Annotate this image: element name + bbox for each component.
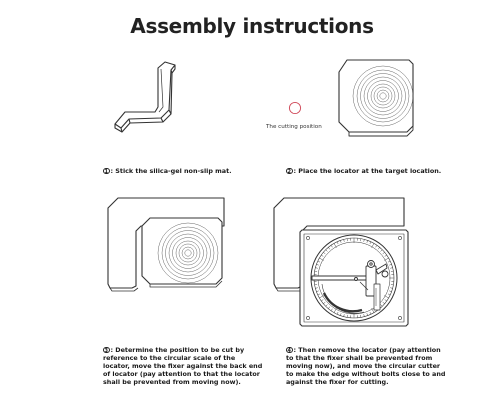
cutting-position-marker-icon xyxy=(288,101,302,115)
scale-tick xyxy=(384,257,389,261)
step-1-number: 1 xyxy=(103,167,110,175)
locator-illustration xyxy=(335,59,415,142)
scale-tick xyxy=(333,243,337,248)
circular-cutter-illustration xyxy=(272,197,412,332)
scale-tick xyxy=(315,267,318,269)
page-title: Assembly instructions xyxy=(130,14,374,38)
silica-gel-mat-illustration xyxy=(114,60,195,140)
scale-tick xyxy=(325,249,328,252)
scale-tick xyxy=(366,240,368,243)
scale-tick xyxy=(317,293,321,296)
scale-tick xyxy=(340,240,342,243)
scale-tick xyxy=(316,290,319,292)
step-4-number: 4 xyxy=(286,346,293,354)
scale-tick xyxy=(315,287,318,289)
scale-tick xyxy=(336,311,339,315)
step-4-text: : Then remove the locator (pay attention… xyxy=(286,346,446,386)
scale-tick xyxy=(369,311,372,315)
scale-tick xyxy=(330,245,333,248)
step-3-number: 3 xyxy=(103,346,110,354)
cutting-position-circle xyxy=(288,101,302,115)
scale-tick xyxy=(319,295,324,299)
step-3-text: : Determine the position to be cut by re… xyxy=(103,346,263,386)
step-2-caption: 2: Place the locator at the target locat… xyxy=(286,167,466,175)
scale-tick xyxy=(316,264,319,266)
scale-tick xyxy=(389,264,392,266)
scale-tick xyxy=(323,301,326,304)
scale-tick xyxy=(387,293,391,296)
scale-tick xyxy=(382,252,385,255)
scale-tick xyxy=(325,304,328,307)
scale-tick xyxy=(363,314,365,317)
scale-tick xyxy=(380,249,383,252)
scale-tick xyxy=(323,252,326,255)
scale-tick xyxy=(343,314,345,317)
scale-tick xyxy=(328,247,331,250)
scale-tick xyxy=(366,313,368,316)
mat-with-locator-illustration xyxy=(106,197,226,298)
scale-tick xyxy=(389,290,392,292)
step-1-caption: 1: Stick the silica-gel non-slip mat. xyxy=(103,167,263,175)
scale-tick xyxy=(319,257,324,261)
scale-tick xyxy=(371,308,375,313)
scale-tick xyxy=(333,308,337,313)
step-2-text: : Place the locator at the target locati… xyxy=(293,167,442,175)
scale-tick xyxy=(330,308,333,311)
scale-tick xyxy=(321,299,324,302)
scale-tick xyxy=(363,239,365,242)
scale-tick xyxy=(384,295,389,299)
step-1-text: : Stick the silica-gel non-slip mat. xyxy=(110,167,232,175)
scale-tick xyxy=(384,254,387,257)
scale-tick xyxy=(382,301,385,304)
step-3-caption: 3: Determine the position to be cut by r… xyxy=(103,346,263,386)
scale-tick xyxy=(343,239,345,242)
scale-tick xyxy=(371,243,375,248)
scale-tick xyxy=(377,247,380,250)
scale-tick xyxy=(387,260,391,263)
cutting-position-label: The cutting position xyxy=(266,124,322,130)
scale-tick xyxy=(369,241,372,245)
step-2-number: 2 xyxy=(286,167,293,175)
scale-tick xyxy=(328,306,331,309)
step-4-caption: 4: Then remove the locator (pay attentio… xyxy=(286,346,446,386)
scale-ticks xyxy=(314,238,394,318)
scale-tick xyxy=(390,267,393,269)
scale-tick xyxy=(380,304,383,307)
scale-tick xyxy=(336,241,339,245)
scale-tick xyxy=(375,245,378,248)
scale-tick xyxy=(317,260,321,263)
scale-tick xyxy=(390,287,393,289)
scale-tick xyxy=(340,313,342,316)
scale-tick xyxy=(384,299,387,302)
scale-tick xyxy=(321,254,324,257)
